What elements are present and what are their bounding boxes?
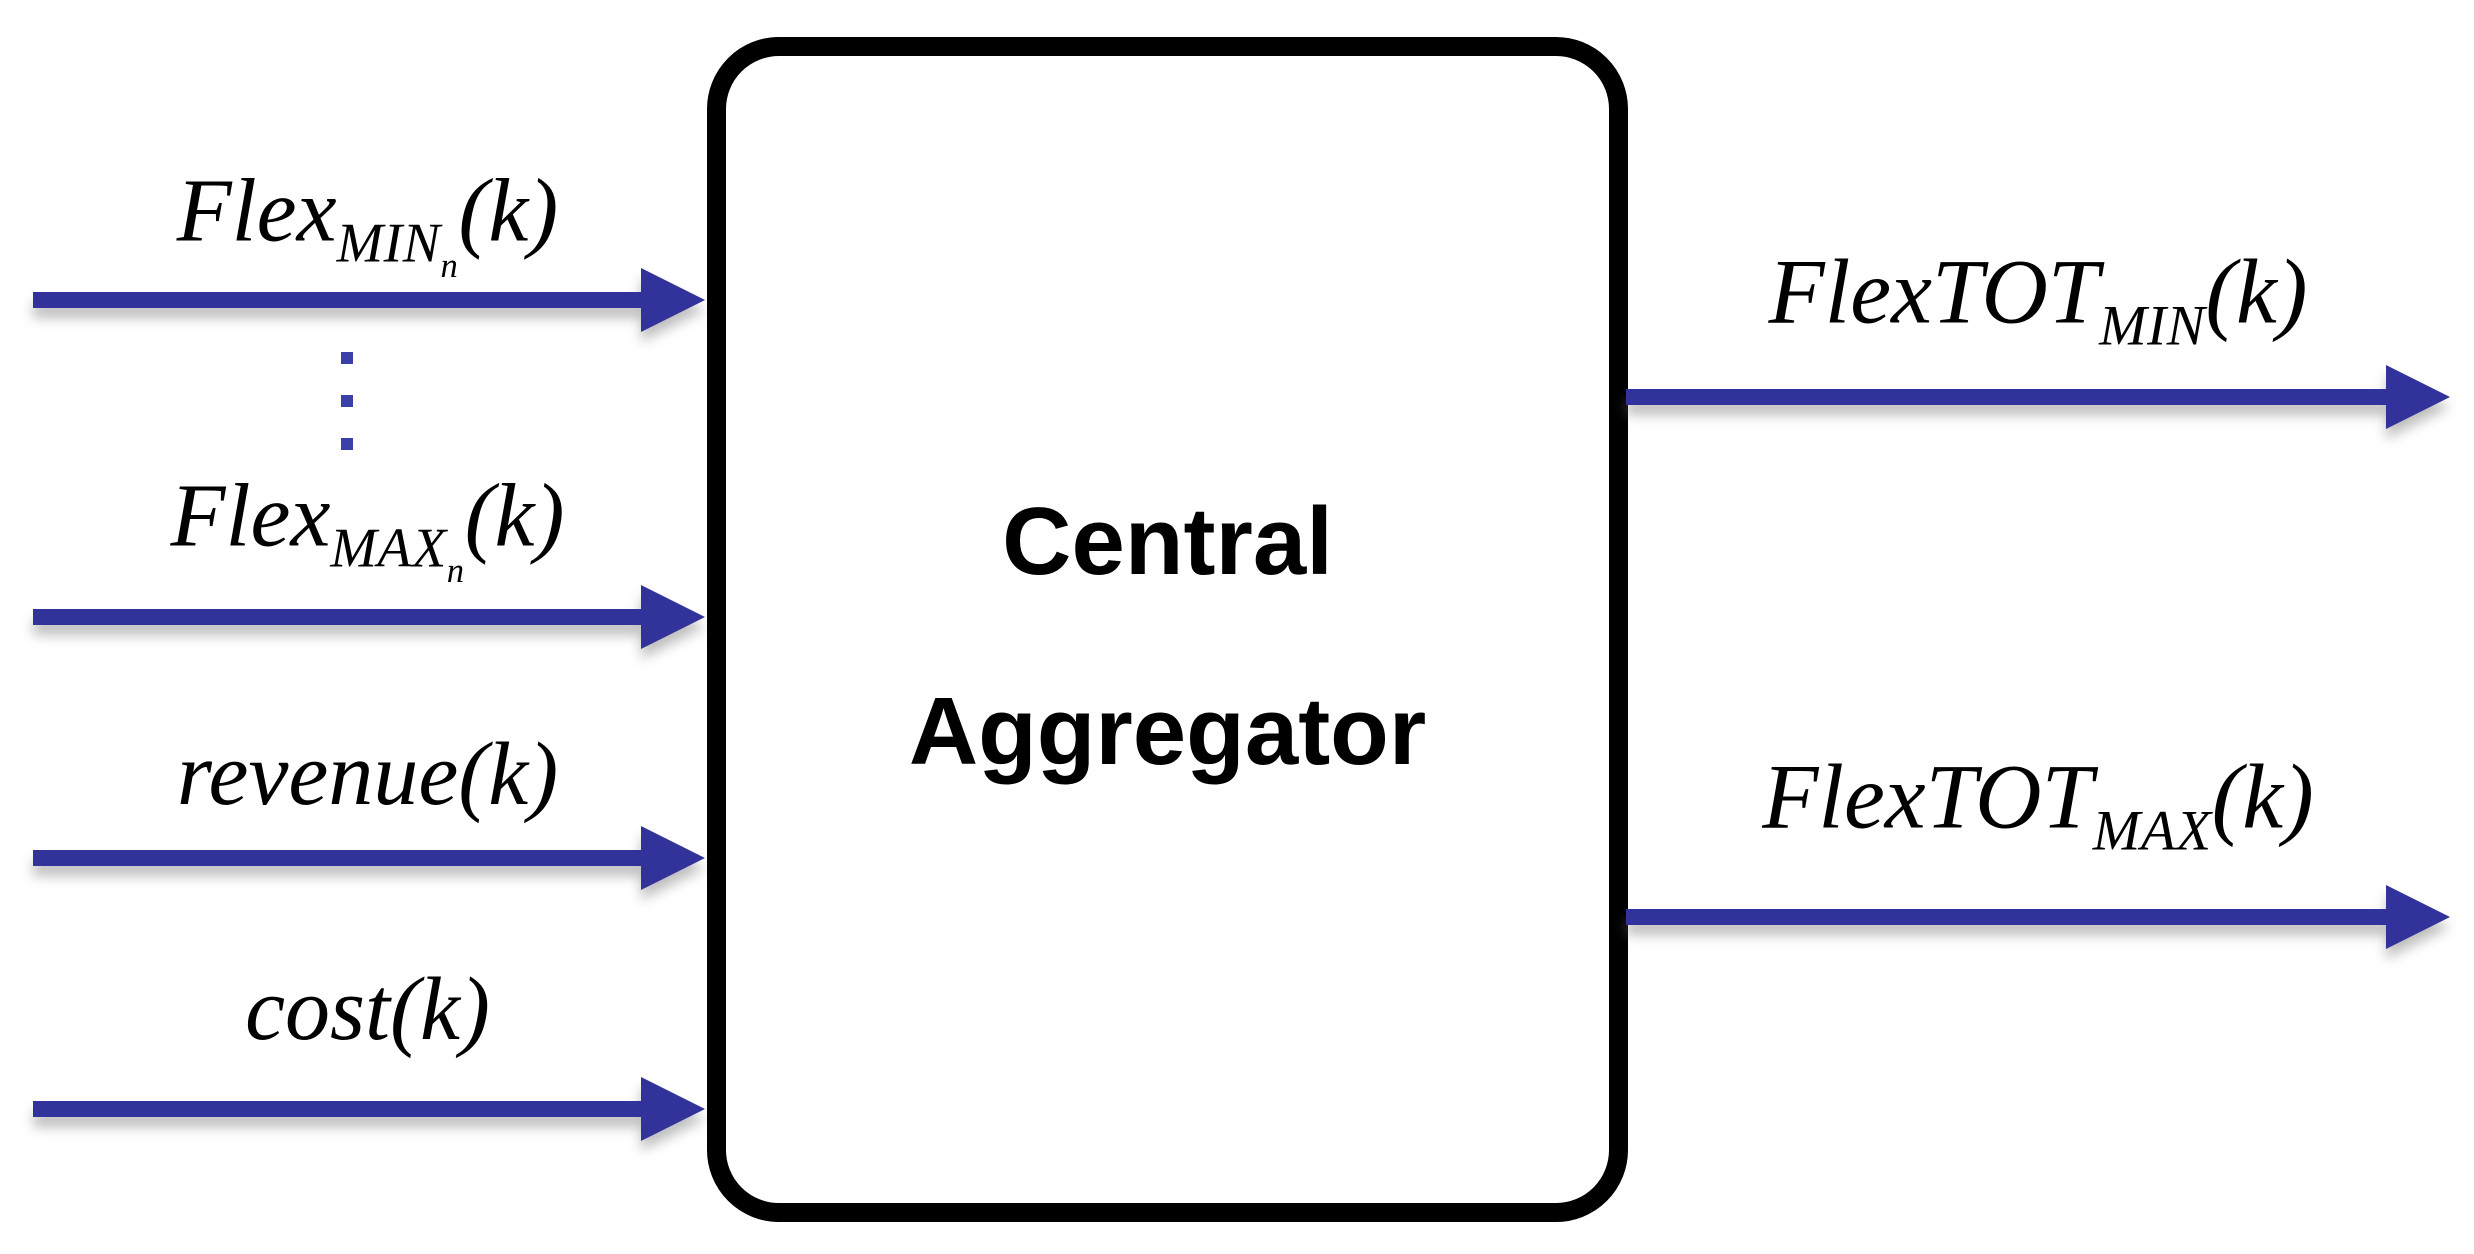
- label-subscript: MIN: [2099, 294, 2206, 358]
- arrow-shaft: [1626, 389, 2390, 405]
- input-label-revenue: revenue(k): [30, 730, 705, 820]
- label-suffix: (k): [458, 725, 559, 824]
- arrow-shaft: [33, 1101, 645, 1117]
- input-arrow-cost: [33, 1077, 705, 1141]
- box-title-line2: Aggregator: [908, 678, 1427, 785]
- input-label-cost: cost(k): [30, 965, 705, 1055]
- label-subscript: MAX: [2092, 799, 2212, 863]
- output-label-flextot-min: FlexTOTMIN(k): [1626, 246, 2450, 355]
- label-subscript: MAXn: [330, 517, 465, 591]
- label-suffix: (k): [390, 960, 490, 1059]
- ellipsis-dot: [341, 352, 353, 364]
- ellipsis-dot: [341, 395, 353, 407]
- arrowhead-icon: [641, 1077, 705, 1141]
- label-subscript: MINn: [336, 212, 459, 286]
- label-base: FlexTOT: [1762, 745, 2093, 848]
- arrowhead-icon: [641, 585, 705, 649]
- label-base: FlexTOT: [1768, 240, 2100, 343]
- label-suffix: (k): [464, 466, 565, 566]
- label-suffix: (k): [2205, 240, 2308, 343]
- arrowhead-icon: [641, 268, 705, 332]
- ellipsis-dot: [341, 438, 353, 450]
- output-arrow-flextot-max: [1626, 885, 2450, 949]
- arrowhead-icon: [2386, 885, 2450, 949]
- input-arrow-revenue: [33, 826, 705, 890]
- label-base: cost: [245, 960, 391, 1059]
- arrow-shaft: [1626, 909, 2390, 925]
- input-arrow-flex-max: [33, 585, 705, 649]
- arrowhead-icon: [641, 826, 705, 890]
- input-arrow-flex-min: [33, 268, 705, 332]
- arrowhead-icon: [2386, 365, 2450, 429]
- label-base: Flex: [170, 466, 331, 566]
- label-base: revenue: [176, 725, 459, 824]
- box-title-line1: Central: [1002, 488, 1333, 595]
- central-aggregator-box: Central Aggregator: [707, 37, 1628, 1222]
- arrow-shaft: [33, 292, 645, 308]
- label-suffix: (k): [2211, 745, 2314, 848]
- label-suffix: (k): [458, 161, 559, 261]
- arrow-shaft: [33, 850, 645, 866]
- arrow-shaft: [33, 609, 645, 625]
- input-label-flex-max: FlexMAXn(k): [30, 471, 705, 591]
- input-label-flex-min: FlexMINn(k): [30, 166, 705, 286]
- output-label-flextot-max: FlexTOTMAX(k): [1626, 751, 2450, 860]
- vertical-ellipsis-icon: [341, 352, 353, 450]
- output-arrow-flextot-min: [1626, 365, 2450, 429]
- label-base: Flex: [176, 161, 337, 261]
